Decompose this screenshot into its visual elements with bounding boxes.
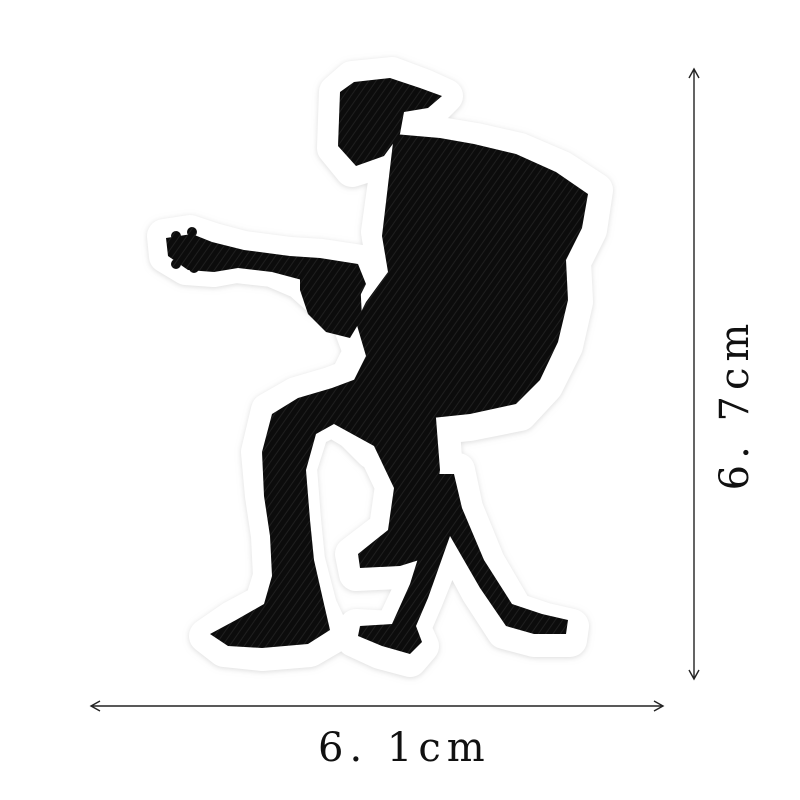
guitarist-silhouette <box>166 78 588 654</box>
width-dimension-line <box>89 700 665 712</box>
hat-shape <box>338 78 442 166</box>
height-dimension-line <box>688 67 700 681</box>
guitar-body-shape <box>300 262 362 338</box>
stool-shape <box>358 474 568 654</box>
torso-shape <box>348 134 588 440</box>
width-label: 6. 1cm <box>318 725 491 771</box>
height-label: 6. 7cm <box>712 317 758 491</box>
tuning-pegs <box>171 227 199 273</box>
legs-shape <box>210 366 440 648</box>
